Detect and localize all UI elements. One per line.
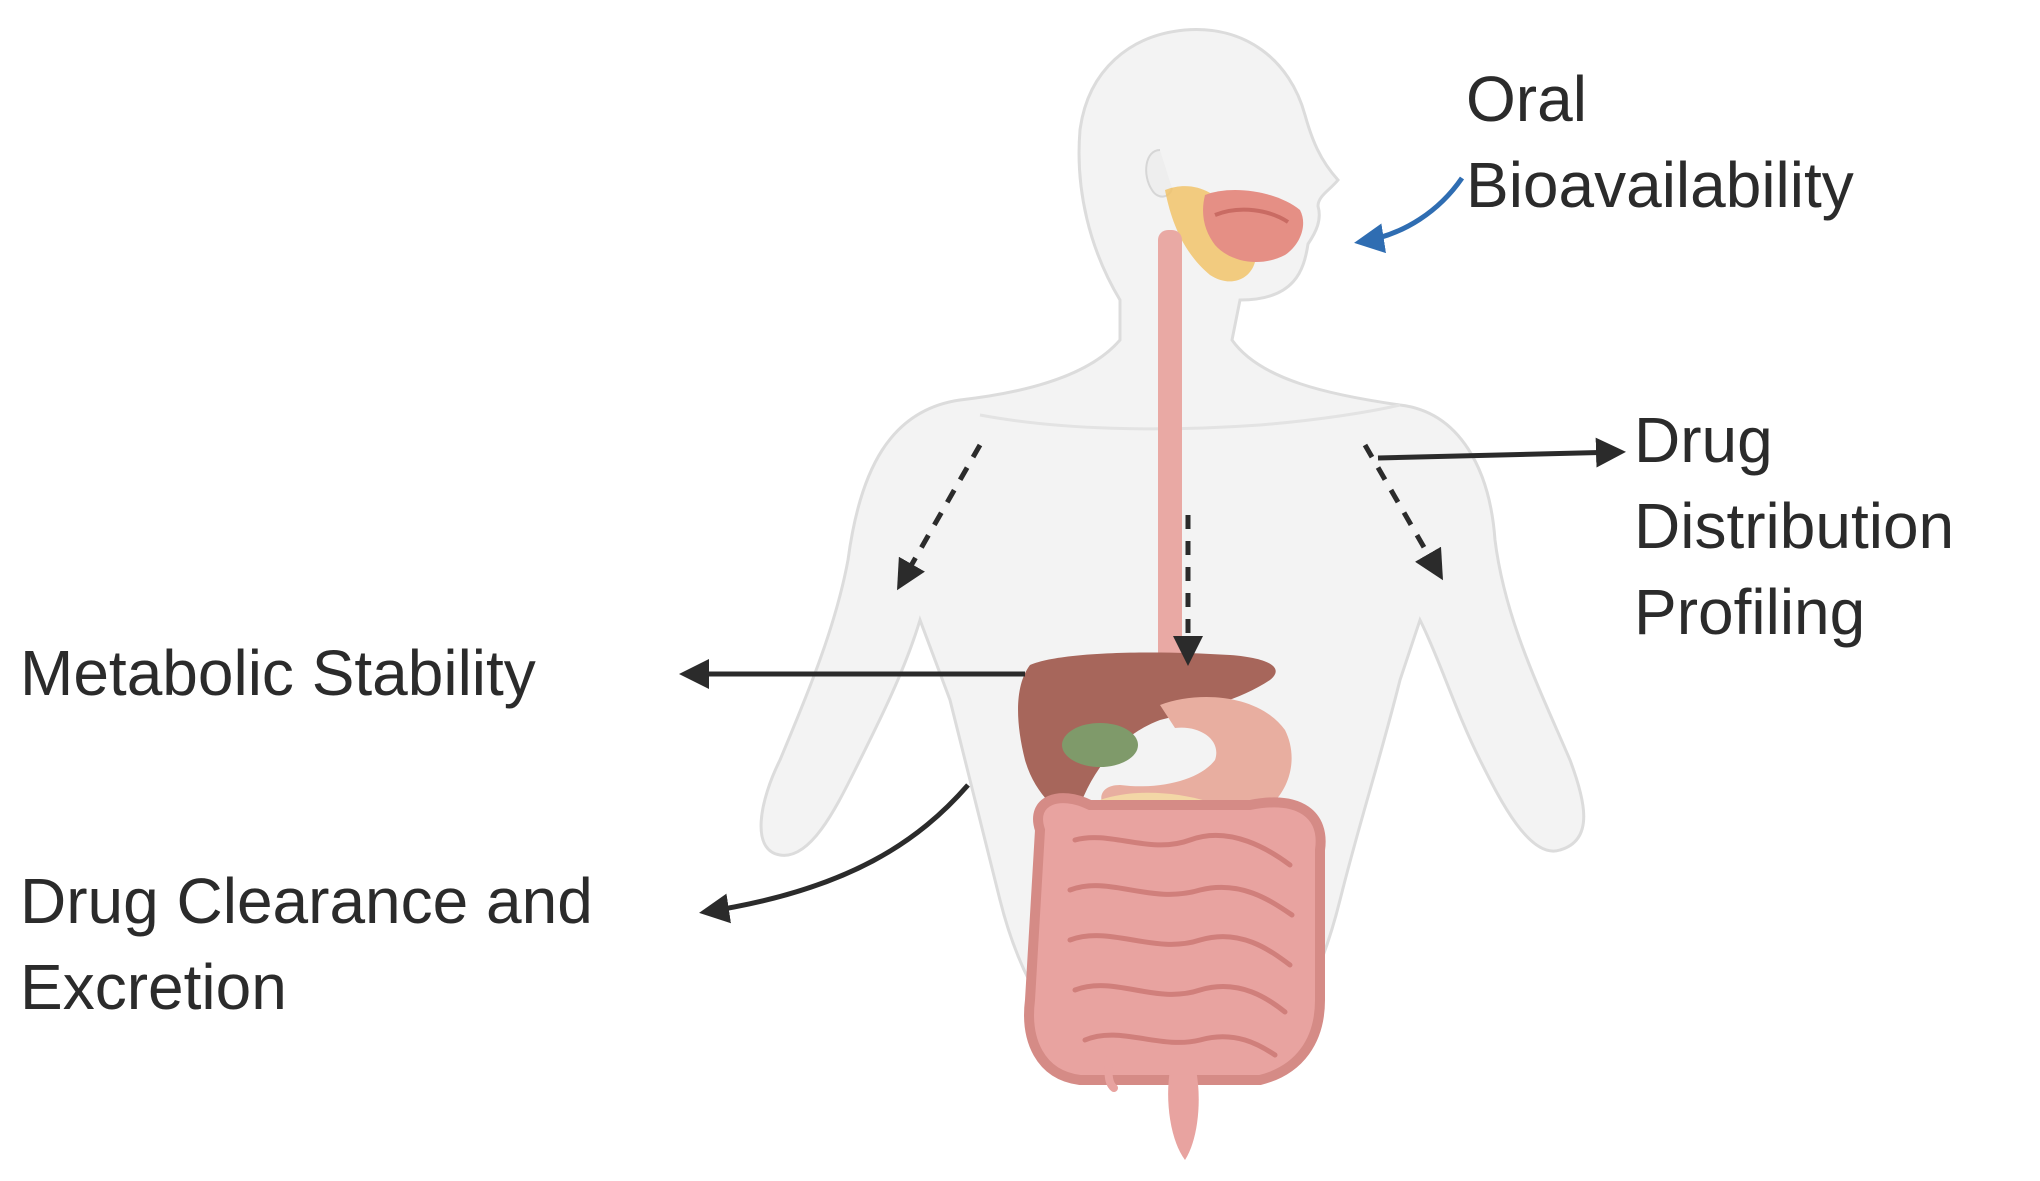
gallbladder-icon — [1062, 723, 1138, 767]
oral-bioavailability-arrow — [1354, 176, 1465, 254]
drug-distribution-label-line-3: Profiling — [1634, 576, 1866, 648]
drug-distribution-arrow — [1377, 437, 1626, 468]
oral-bioavailability-label-line-2: Bioavailability — [1466, 149, 1854, 221]
drug-distribution-label: Drug Distribution Profiling — [1634, 397, 1954, 655]
esophagus-icon — [1158, 230, 1182, 670]
drug-clearance-arrow — [699, 783, 970, 924]
oral-cavity-icon — [1165, 186, 1304, 282]
drug-clearance-label-line-2: Excretion — [20, 951, 287, 1023]
oral-bioavailability-label-line-1: Oral — [1466, 63, 1587, 135]
intestine-icon — [1024, 793, 1326, 1160]
liver-icon — [1018, 652, 1276, 820]
oral-bioavailability-label: Oral Bioavailability — [1466, 56, 1854, 228]
drug-clearance-label: Drug Clearance and Excretion — [20, 858, 593, 1030]
metabolic-stability-label: Metabolic Stability — [20, 630, 536, 716]
drug-distribution-label-line-2: Distribution — [1634, 490, 1955, 562]
metabolic-stability-label-line-1: Metabolic Stability — [20, 637, 536, 709]
distribution-dashed-arrow-left — [897, 443, 983, 591]
drug-clearance-label-line-1: Drug Clearance and — [20, 865, 593, 937]
drug-distribution-label-line-1: Drug — [1634, 404, 1773, 476]
